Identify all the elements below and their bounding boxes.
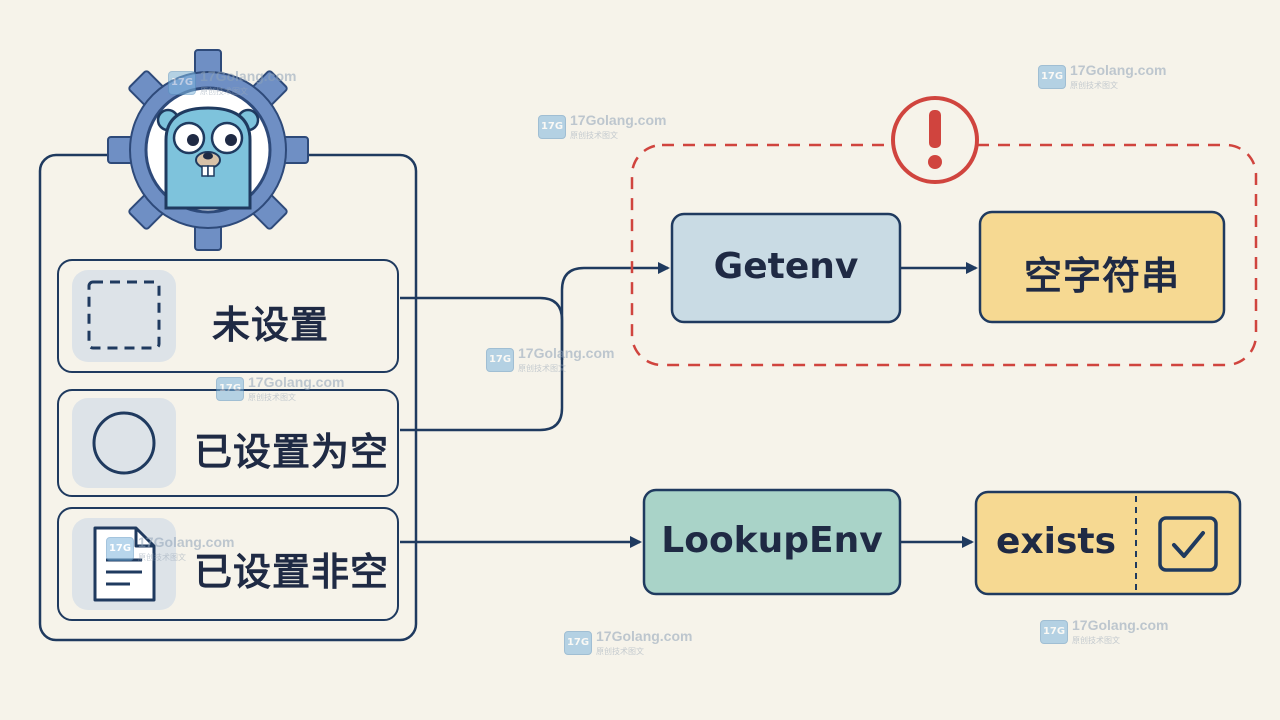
watermark-logo-icon: 17G: [216, 376, 244, 401]
checkbox-checked-icon: [1158, 516, 1218, 572]
watermark-subtext: 原创技术图文: [1072, 636, 1120, 645]
watermark-text: 17Golang.com: [1072, 617, 1169, 633]
watermark-text: 17Golang.com: [248, 374, 345, 390]
getenv-label: Getenv: [713, 246, 859, 287]
watermark: 17G 17Golang.com 原创技术图文: [216, 374, 344, 403]
empty-string-label: 空字符串: [1023, 254, 1180, 298]
watermark-text: 17Golang.com: [570, 112, 667, 128]
watermark-logo-icon: 17G: [564, 630, 592, 655]
watermark-subtext: 原创技术图文: [596, 647, 644, 656]
item-unset: [57, 259, 399, 373]
watermark-subtext: 原创技术图文: [200, 87, 248, 96]
item-label-unset: 未设置: [212, 303, 330, 347]
item-set-nonempty: [57, 507, 399, 621]
empty-string-box: [978, 210, 1226, 324]
watermark-logo-icon: 17G: [486, 347, 514, 372]
watermark: 17G 17Golang.com 原创技术图文: [106, 534, 234, 563]
watermark: 17G 17Golang.com 原创技术图文: [1040, 617, 1168, 646]
exists-label: exists: [995, 521, 1117, 562]
watermark-logo-icon: 17G: [538, 114, 566, 139]
watermark-logo-icon: 17G: [1040, 619, 1068, 644]
item-set-empty: [57, 389, 399, 497]
watermark-text: 17Golang.com: [596, 628, 693, 644]
dashed-square-icon: [87, 280, 161, 350]
circle-icon: [92, 411, 156, 475]
watermark: 17G 17Golang.com 原创技术图文: [168, 68, 296, 97]
watermark-subtext: 原创技术图文: [518, 364, 566, 373]
watermark-logo-icon: 17G: [168, 70, 196, 95]
exclamation-icon: [891, 96, 979, 184]
watermark: 17G 17Golang.com 原创技术图文: [1038, 62, 1166, 91]
watermark: 17G 17Golang.com 原创技术图文: [486, 345, 614, 374]
watermark-text: 17Golang.com: [200, 68, 297, 84]
lookupenv-label: LookupEnv: [661, 520, 883, 561]
gopher-icon: [156, 106, 260, 210]
watermark-text: 17Golang.com: [518, 345, 615, 361]
watermark-text: 17Golang.com: [1070, 62, 1167, 78]
item-label-set-nonempty: 已设置非空: [194, 550, 390, 594]
watermark-subtext: 原创技术图文: [570, 131, 618, 140]
arrow-to-getenv: [560, 262, 670, 360]
watermark-subtext: 原创技术图文: [1070, 81, 1118, 90]
item-label-set-empty: 已设置为空: [194, 430, 390, 474]
watermark-text: 17Golang.com: [138, 534, 235, 550]
watermark-logo-icon: 17G: [1038, 64, 1066, 89]
watermark-subtext: 原创技术图文: [138, 553, 186, 562]
connector-unset: [400, 296, 564, 432]
watermark-subtext: 原创技术图文: [248, 393, 296, 402]
watermark-logo-icon: 17G: [106, 536, 134, 561]
watermark: 17G 17Golang.com 原创技术图文: [564, 628, 692, 657]
watermark: 17G 17Golang.com 原创技术图文: [538, 112, 666, 141]
